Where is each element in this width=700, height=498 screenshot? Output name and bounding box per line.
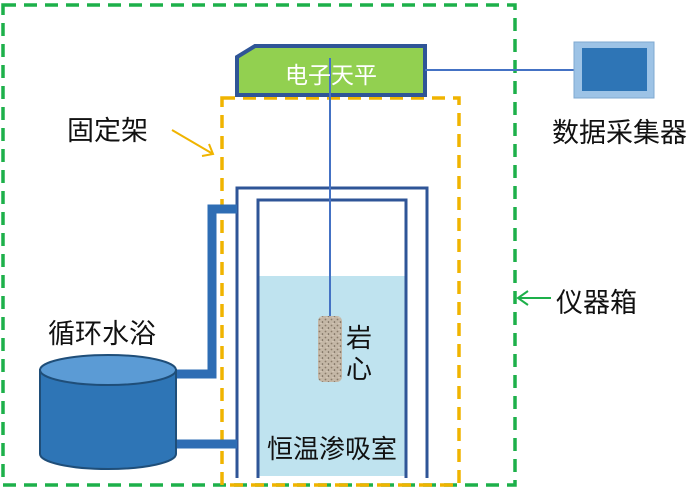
water-bath-top <box>39 354 177 386</box>
chamber-label: 恒温渗吸室 <box>267 435 397 465</box>
stand-frame <box>220 96 461 487</box>
circulation-pipe-upper <box>177 204 237 379</box>
rock-core <box>318 316 342 382</box>
stand-pointer-arrow <box>171 129 215 157</box>
instrument-box-pointer-arrow <box>516 290 551 306</box>
stand-label: 固定架 <box>67 116 148 147</box>
data-collector-screen <box>582 48 647 91</box>
chamber-inner-wall <box>256 198 408 478</box>
core-label-char-2: 心 <box>346 355 372 385</box>
water-bath-label: 循环水浴 <box>48 319 156 350</box>
water-bath-body <box>39 369 177 470</box>
data-collector-label: 数据采集器 <box>552 118 687 149</box>
core-label-char-1: 岩 <box>346 324 372 354</box>
balance-label: 电子天平 <box>285 63 377 89</box>
chamber-outer-wall <box>235 186 429 478</box>
instrument-box-label: 仪器箱 <box>556 288 637 319</box>
